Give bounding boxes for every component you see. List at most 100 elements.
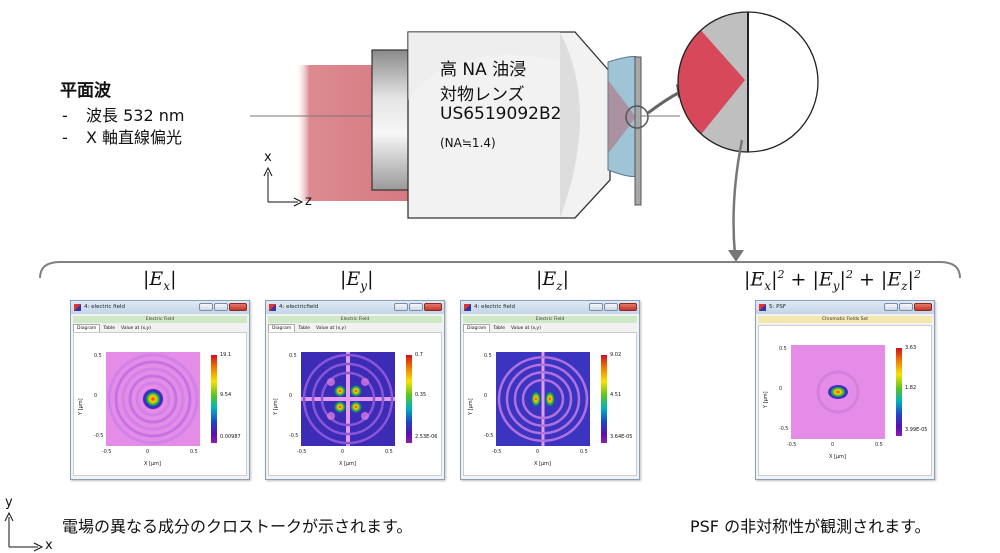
field-label-ey: |Ey| (340, 268, 374, 293)
tab-value-at-x-y-[interactable]: Value at (x,y) (315, 326, 346, 331)
window-subtitle: Chromatic Fields Set (758, 316, 932, 323)
side-lobe (361, 412, 369, 420)
lobe (350, 401, 362, 413)
ring (135, 381, 171, 417)
tab-table[interactable]: Table (298, 326, 310, 331)
x-tick-label: 0 (341, 450, 345, 455)
y-tick-label: -0.5 (779, 427, 789, 432)
cover-glass (634, 56, 642, 206)
y-tick-label: 0 (484, 394, 488, 399)
window-subtitle: Electric Field (463, 316, 637, 323)
ring (320, 371, 376, 427)
y-tick-label: 0.5 (484, 354, 492, 359)
lobe (545, 391, 555, 407)
minimize-button[interactable] (199, 303, 213, 311)
window-titlebar[interactable]: 4: electric field (71, 301, 249, 314)
ring (121, 367, 185, 431)
tab-value-at-x-y-[interactable]: Value at (x,y) (510, 326, 541, 331)
polarization-text: X 軸直線偏光 (86, 128, 183, 147)
tab-diagram[interactable]: Diagram (73, 324, 101, 333)
x-tick-label: 0.5 (190, 450, 198, 455)
y-tick-label: 0.5 (289, 354, 297, 359)
close-button[interactable] (424, 303, 442, 311)
lens-patent: US6519092B2 (440, 104, 562, 124)
colorbar-label: 9.54 (220, 392, 232, 398)
colorbar-label: 4.51 (610, 392, 622, 398)
field-plot (301, 352, 395, 446)
x-axis-label: X [µm] (534, 461, 551, 467)
y-axis-label: Y [µm] (273, 398, 279, 415)
y-axis-label: Y [µm] (468, 398, 474, 415)
colorbar-label: 3.99E-05 (905, 427, 928, 433)
maximize-button[interactable] (899, 303, 913, 311)
y-tick-label: 0 (289, 394, 293, 399)
minimize-button[interactable] (884, 303, 898, 311)
minimize-button[interactable] (394, 303, 408, 311)
app-icon (464, 304, 471, 311)
lobe (334, 385, 346, 397)
close-button[interactable] (229, 303, 247, 311)
window-titlebar[interactable]: 4: electricfield (266, 301, 444, 314)
lens-line-2: 対物レンズ (440, 85, 525, 105)
psf-spot (828, 385, 848, 399)
x-axis-label: X [µm] (829, 454, 846, 460)
colorbar-label: 2.53E-06 (415, 434, 438, 440)
axis-z-label-top: z (305, 194, 312, 209)
tab-diagram[interactable]: Diagram (463, 324, 491, 333)
close-button[interactable] (914, 303, 932, 311)
side-lobe (327, 378, 335, 386)
lobe (350, 385, 362, 397)
window-title: 4: electricfield (279, 304, 319, 310)
ring (311, 362, 385, 436)
field-label-ex: |Ex| (143, 268, 177, 293)
colorbar-label: 9.02 (610, 352, 622, 358)
field-label-ez: |Ez| (536, 268, 570, 293)
wavelength-text: 波長 532 nm (86, 106, 185, 125)
field-label-psf: |Ex|2 + |Ey|2 + |Ez|2 (744, 268, 921, 294)
y-tick-label: -0.5 (484, 434, 494, 439)
close-button[interactable] (619, 303, 637, 311)
window-titlebar[interactable]: 5: PSF (756, 301, 934, 314)
ring (513, 371, 573, 427)
y-tick-label: 0 (94, 394, 98, 399)
zoom-arrow (647, 90, 681, 115)
x-tick-label: -0.5 (297, 450, 307, 455)
colorbar-label: 3.64E-05 (610, 434, 633, 440)
minimize-button[interactable] (589, 303, 603, 311)
colorbar-label: 0.35 (415, 392, 427, 398)
colorbar-label: 1.82 (905, 385, 917, 391)
maximize-button[interactable] (214, 303, 228, 311)
maximize-button[interactable] (409, 303, 423, 311)
side-lobe (361, 378, 369, 386)
colorbar-label: 0.7 (415, 352, 423, 358)
y-tick-label: 0.5 (94, 354, 102, 359)
x-tick-label: 0 (146, 450, 150, 455)
window-titlebar[interactable]: 4: electric field (461, 301, 639, 314)
colorbar (406, 355, 412, 443)
tab-table[interactable]: Table (493, 326, 505, 331)
tab-table[interactable]: Table (103, 326, 115, 331)
ring (816, 370, 860, 414)
maximize-button[interactable] (604, 303, 618, 311)
ring (107, 353, 199, 445)
tab-value-at-x-y-[interactable]: Value at (x,y) (120, 326, 151, 331)
tab-diagram[interactable]: Diagram (268, 324, 296, 333)
side-lobe (327, 412, 335, 420)
x-tick-label: 0 (831, 443, 835, 448)
polarization-bullet: -X 軸直線偏光 (62, 124, 182, 148)
bracket (39, 261, 961, 279)
window-title: 4: electric field (84, 304, 126, 310)
axis-x-label-top: x (264, 150, 272, 165)
colorbar (601, 355, 607, 443)
y-tick-label: 0 (779, 387, 783, 392)
x-axis-label: X [µm] (339, 461, 356, 467)
